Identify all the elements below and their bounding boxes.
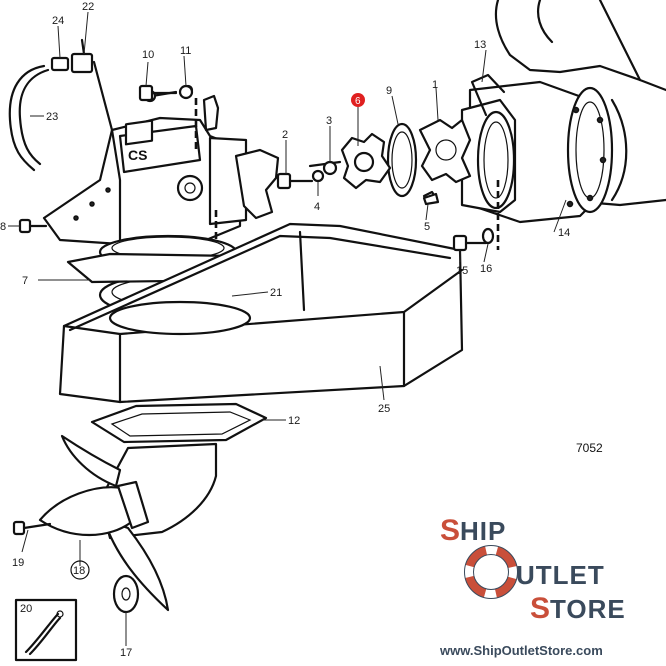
callout-6: 6	[355, 96, 361, 107]
ship-outlet-store-logo: SHIP O UTLET STORE www.ShipOutletStore.c…	[439, 514, 626, 658]
callout-7: 7	[22, 275, 28, 287]
callout-4: 4	[314, 201, 320, 213]
callout-9: 9	[386, 85, 392, 97]
callout-16: 16	[480, 263, 492, 275]
coupling-assembly	[308, 118, 472, 200]
callout-leader-lines	[8, 11, 567, 646]
life-ring-icon	[464, 545, 518, 599]
callout-18-circle	[70, 560, 90, 580]
callout-10: 10	[142, 49, 154, 61]
logo-line3-rest: TORE	[550, 594, 626, 624]
callout-17: 17	[120, 647, 132, 659]
drawing-number: 7052	[576, 441, 603, 455]
callout-18: 18	[73, 565, 85, 577]
callout-8: 8	[0, 221, 6, 233]
callout-6-highlight	[351, 93, 365, 107]
logo-line1-rest: HIP	[460, 516, 506, 546]
seal-plate	[90, 402, 268, 444]
callout-13: 13	[474, 39, 486, 51]
callout-20: 20	[20, 603, 32, 615]
callout-2: 2	[282, 129, 288, 141]
drive-upper-housing: CS	[42, 84, 280, 246]
flywheel-housing	[460, 73, 614, 224]
logo-line2-rest: UTLET	[516, 560, 605, 590]
callout-22: 22	[82, 1, 94, 13]
callout-11: 11	[180, 45, 191, 57]
fasteners	[12, 84, 495, 614]
logo-line2-initial: O	[468, 558, 491, 591]
logo-line3-initial: S	[530, 592, 550, 625]
logo-line1-initial: S	[440, 514, 460, 547]
callout-5: 5	[424, 221, 430, 233]
callout-15: 15	[456, 265, 468, 277]
cotter-pin-inset	[14, 598, 78, 662]
callout-1: 1	[432, 79, 438, 91]
store-url: www.ShipOutletStore.com	[439, 643, 603, 658]
callout-21: 21	[270, 287, 282, 299]
callout-labels: 24 22 10 11 23 2 3 6 9 1 13 4 5 14 15 16…	[0, 1, 603, 659]
callout-19: 19	[12, 557, 24, 569]
callout-3: 3	[326, 115, 332, 127]
callout-14: 14	[558, 227, 570, 239]
hose-and-fittings	[8, 38, 114, 172]
callout-12: 12	[288, 415, 300, 427]
callout-25: 25	[378, 403, 390, 415]
svg-text:STORE: STORE	[530, 592, 626, 625]
propeller-assembly	[38, 434, 218, 612]
lower-cavity-housing	[58, 222, 464, 404]
svg-text:SHIP: SHIP	[440, 514, 506, 547]
callout-24: 24	[52, 15, 64, 27]
svg-text:CS: CS	[128, 147, 147, 163]
callout-23: 23	[46, 111, 58, 123]
